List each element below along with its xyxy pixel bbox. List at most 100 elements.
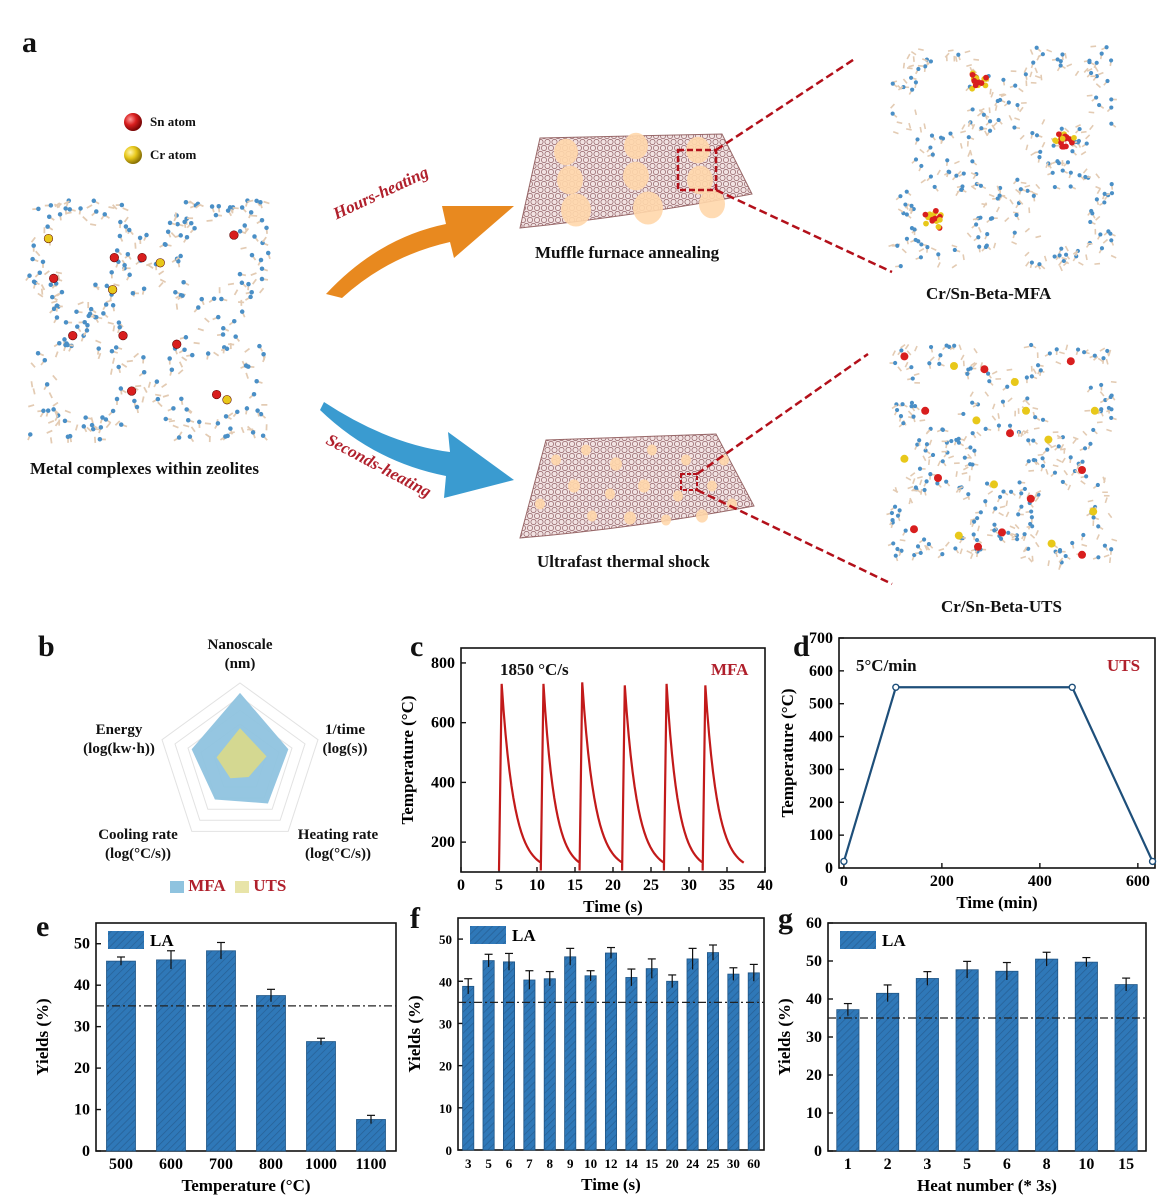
x-axis-label: Time (s)	[583, 897, 643, 916]
bar-25	[706, 952, 720, 1151]
x-tick-label: 400	[1028, 873, 1052, 890]
mfa-product-caption: Cr/Sn-Beta-MFA	[926, 284, 1052, 303]
radar-ring	[174, 696, 306, 821]
red-sphere-icon	[124, 113, 142, 131]
bar-8	[543, 978, 556, 1151]
bar-2	[876, 992, 900, 1152]
y-tick-label: 600	[431, 715, 455, 732]
bar-7	[523, 979, 536, 1151]
bar-1	[836, 1009, 860, 1152]
y-axis-label: Yields (%)	[405, 995, 424, 1072]
temperature-series-d	[842, 686, 1154, 862]
y-axis-label: Yields (%)	[775, 998, 794, 1075]
x-tick-label: 2	[884, 1156, 892, 1173]
y-tick-label: 20	[74, 1060, 90, 1077]
x-tick-label: 8	[1043, 1156, 1051, 1173]
y-tick-label: 30	[806, 1029, 822, 1046]
x-tick-label: 0	[840, 873, 848, 890]
plot-frame	[95, 922, 397, 1152]
radar-series-uts	[216, 728, 267, 779]
hours-heating-arrow	[326, 206, 514, 298]
uts-product-caption: Cr/Sn-Beta-UTS	[941, 597, 1062, 616]
mfa-swatch	[170, 881, 184, 894]
bar-15	[645, 968, 658, 1151]
x-tick-label: 1100	[355, 1156, 386, 1173]
x-tick-label: 40	[757, 877, 773, 894]
x-tick-label: 5	[485, 1156, 492, 1171]
bar-500	[106, 960, 136, 1152]
x-tick-label: 15	[1118, 1156, 1134, 1173]
y-axis-label: Temperature (°C)	[398, 695, 417, 824]
y-tick-label: 10	[74, 1102, 90, 1119]
yellow-sphere-icon	[124, 146, 142, 164]
x-tick-label: 20	[605, 877, 621, 894]
x-tick-label: 12	[605, 1156, 618, 1171]
panel-f-letter: f	[410, 902, 420, 935]
zeolite-uts-illustration	[886, 342, 1118, 570]
x-tick-label: 9	[567, 1156, 574, 1171]
x-tick-label: 6	[506, 1156, 513, 1171]
x-tick-label: 6	[1003, 1156, 1011, 1173]
x-tick-label: 500	[109, 1156, 133, 1173]
x-tick-label: 25	[707, 1156, 721, 1171]
x-tick-label: 700	[209, 1156, 233, 1173]
bar-30	[727, 973, 740, 1151]
bar-15	[1114, 984, 1138, 1152]
x-tick-label: 30	[681, 877, 697, 894]
legend-label: LA	[150, 931, 174, 950]
plot-frame	[827, 922, 1147, 1152]
rate-label-d: 5°C/min	[856, 656, 917, 675]
y-tick-label: 40	[439, 974, 452, 989]
y-tick-label: 300	[809, 761, 833, 778]
zoom-callout-lines	[676, 56, 893, 586]
uts-legend-label: UTS	[253, 876, 287, 895]
legend-swatch	[470, 926, 506, 944]
zeolite-mfa-illustration	[888, 45, 1117, 272]
x-axis-label: Heat number (* 3s)	[917, 1176, 1057, 1195]
x-axis-label: Time (s)	[581, 1175, 641, 1194]
x-tick-label: 30	[727, 1156, 740, 1171]
bar-5	[955, 969, 979, 1152]
rate-label-c: 1850 °C/s	[500, 660, 569, 679]
bar-20	[666, 980, 679, 1151]
bar-24	[686, 958, 699, 1151]
x-tick-label: 600	[1126, 873, 1150, 890]
bar-12	[604, 952, 618, 1151]
y-axis-label: Temperature (°C)	[778, 688, 797, 817]
uts-swatch	[235, 881, 250, 894]
legend-swatch	[840, 931, 876, 949]
tag-label-c: MFA	[711, 660, 749, 679]
data-point	[840, 857, 848, 866]
bar-700	[206, 950, 236, 1152]
bar-14	[625, 977, 638, 1151]
x-tick-label: 8	[547, 1156, 554, 1171]
y-tick-label: 40	[806, 991, 822, 1008]
left-zeolite-caption: Metal complexes within zeolites	[30, 459, 259, 478]
bar-10	[1074, 961, 1098, 1152]
x-tick-label: 60	[747, 1156, 760, 1171]
y-tick-label: 400	[431, 774, 455, 791]
bar-6	[502, 961, 516, 1151]
x-axis-label: Time (min)	[956, 893, 1037, 912]
radar-axis-label-cooling: Cooling rate(log(°C/s))	[98, 827, 178, 862]
x-tick-label: 3	[923, 1156, 931, 1173]
x-tick-label: 7	[526, 1156, 533, 1171]
x-tick-label: 10	[1078, 1156, 1094, 1173]
y-tick-label: 30	[74, 1019, 90, 1036]
radar-ring	[187, 709, 293, 810]
x-tick-label: 200	[930, 873, 954, 890]
x-tick-label: 5	[963, 1156, 971, 1173]
y-tick-label: 500	[809, 696, 833, 713]
legend-swatch	[108, 931, 144, 949]
y-tick-label: 60	[806, 915, 822, 932]
x-tick-label: 10	[584, 1156, 597, 1171]
panel-a-letter: a	[22, 26, 37, 59]
y-tick-label: 30	[439, 1016, 452, 1031]
y-tick-label: 400	[809, 729, 833, 746]
bar-9	[564, 956, 577, 1151]
x-tick-label: 1	[844, 1156, 852, 1173]
x-tick-label: 24	[686, 1156, 700, 1171]
